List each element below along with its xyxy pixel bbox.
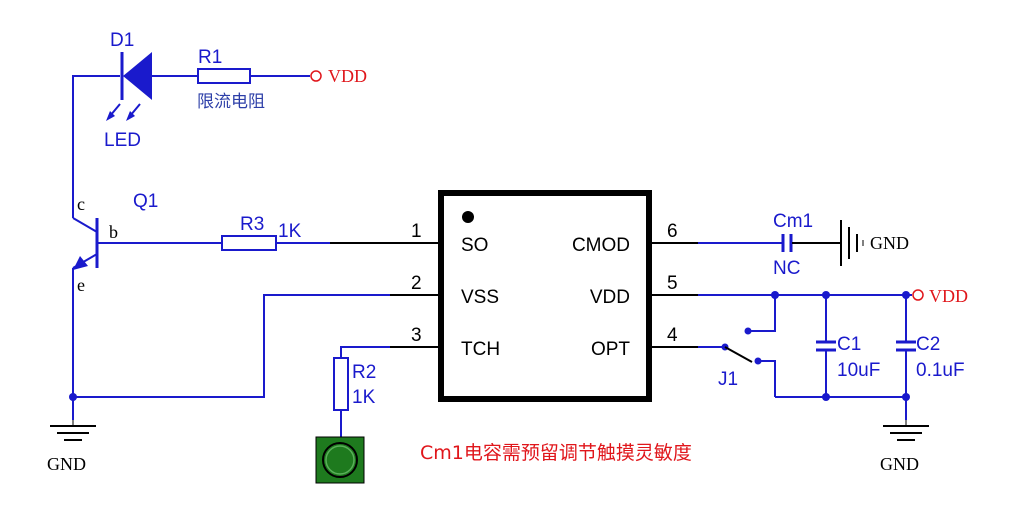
wire-vss-gnd [73,294,390,398]
led-d1: D1 LED [72,30,198,218]
vdd-top-terminal-icon [310,70,322,82]
resistor-r3: R3 1K [221,214,438,251]
q1-emitter-arrow-icon [73,256,88,270]
pin-6-number: 6 [667,221,678,242]
junction-dot-gnd-1 [822,393,830,401]
q1-collector [72,217,98,233]
jumper-j1: J1 [698,295,776,397]
r3-body [221,235,277,251]
r2-body [333,357,349,411]
cm1-value-label: NC [773,258,800,279]
led-triangle [123,52,152,100]
pin-4-name: OPT [591,339,630,360]
r2-ref-label: R2 [352,362,376,383]
pin-6-name: CMOD [572,235,630,256]
vdd-right-terminal-icon [912,289,924,301]
pin-2-name: VSS [461,287,499,308]
gnd-cm1-icon [840,220,864,266]
wire-j1-vdd [748,295,776,332]
capacitor-c1: C1 10uF [816,295,880,397]
led-emission-arrows-icon [106,103,141,121]
q1-pin-e: e [77,275,85,295]
junction-dot-gnd-2 [902,393,910,401]
pin-3-number: 3 [411,325,422,346]
gnd-right-label: GND [880,454,919,474]
r2-value-label: 1K [352,387,376,408]
pin-2-number: 2 [411,273,422,294]
q1-pin-c: c [77,194,85,214]
q1-ref-label: Q1 [133,191,158,212]
gnd-cm1-label: GND [870,233,909,253]
led-ref-label: D1 [110,30,134,51]
wire-tch-r2 [340,346,390,358]
chip-body [438,190,652,402]
transistor-q1: Q1 c b e [72,191,222,420]
wire-collector-led [72,75,120,218]
r1-ref-label: R1 [198,47,222,68]
resistor-r1: R1 限流电阻 VDD [197,47,367,112]
c2-ref-label: C2 [916,334,940,355]
pin-5-number: 5 [667,273,678,294]
pin-4-number: 4 [667,325,678,346]
vdd-right-label: VDD [929,286,968,306]
junction-dot-gnd-left [69,393,77,401]
c1-ref-label: C1 [837,334,861,355]
pin-1-name: SO [461,235,488,256]
cm1-ref-label: Cm1 [773,211,813,232]
j1-ref-label: J1 [718,369,738,390]
chip-pin1-marker-icon [462,211,474,223]
capacitor-c2: C2 0.1uF [896,295,965,420]
gnd-right-icon [883,420,929,441]
capacitor-cm1: Cm1 NC [698,211,840,279]
r3-value-label: 1K [278,221,302,242]
pin-1-number: 1 [411,221,422,242]
c1-value-label: 10uF [837,360,880,381]
touch-ic-chip: 1 2 3 SO VSS TCH CMOD VDD OPT 6 5 4 [411,190,698,402]
touch-pad-icon [315,436,365,484]
gnd-left-icon [50,420,96,441]
q1-pin-b: b [109,222,118,242]
c2-value-label: 0.1uF [916,360,965,381]
j1-lever [724,346,753,363]
sensitivity-note: Cm1电容需预留调节触摸灵敏度 [420,442,692,464]
resistor-r2: R2 1K [333,346,438,437]
gnd-left-label: GND [47,454,86,474]
r1-body [197,68,251,84]
r3-ref-label: R3 [240,214,264,235]
vdd-top-label: VDD [328,66,367,86]
r1-desc-label: 限流电阻 [197,92,265,112]
led-type-label: LED [104,130,141,151]
pin-3-name: TCH [461,339,500,360]
pin-5-name: VDD [590,287,630,308]
wire-j1-gnd [758,360,776,397]
